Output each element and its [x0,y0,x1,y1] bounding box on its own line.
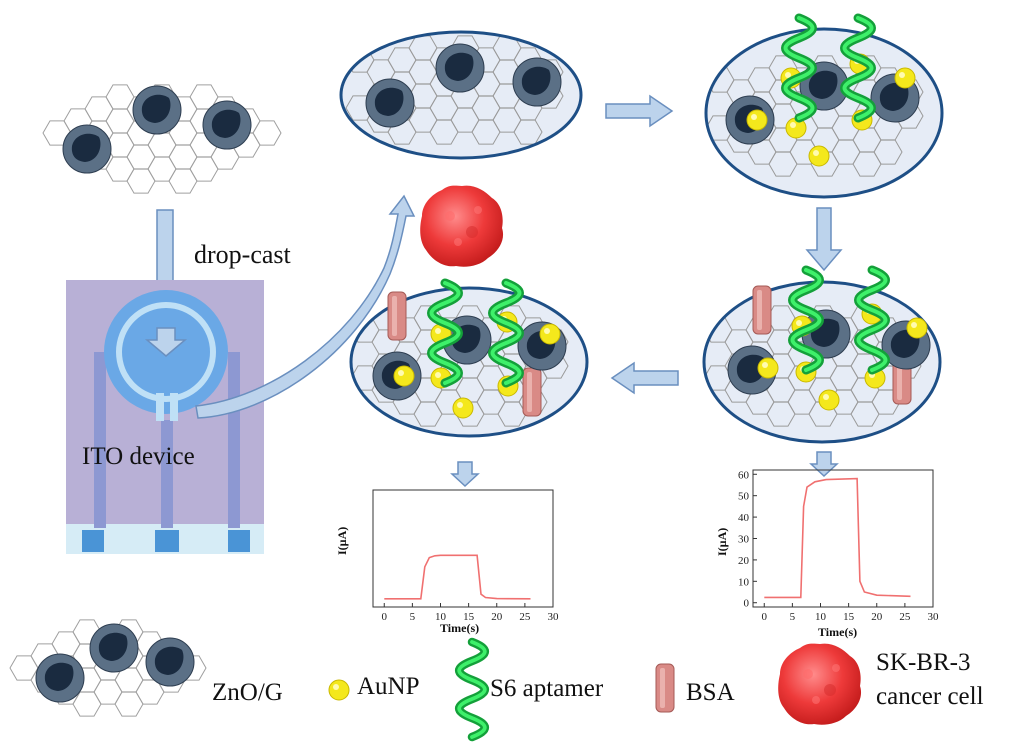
electrode-surface-3 [702,270,942,444]
current-chart-without-cell: 0 5 10 15 20 25 30 0 10 20 30 40 50 60 Time(s) I(µA) [715,469,939,639]
arrow-down-chart-left [451,461,479,487]
curved-arrow [195,194,416,419]
arrow-down-right [805,207,843,272]
x-tick-label: 20 [491,611,503,623]
legend-cell-label-line2: cancer cell [876,683,984,710]
legend-aptamer-icon [459,642,485,737]
legend-bsa-label: BSA [686,679,735,706]
current-chart-with-cell: 0 5 10 15 20 25 30 Time(s) I(µA) [335,489,560,635]
legend-cell-label-line1: SK-BR-3 [876,649,970,676]
y-tick-label: 20 [738,555,750,567]
chart2-xlabel: Time(s) [818,625,857,639]
x-tick-label: 25 [899,611,911,623]
legend: ZnO/G AuNP S6 aptamer BSA SK-BR-3 cancer… [9,619,984,737]
y-tick-label: 10 [738,576,750,588]
y-tick-label: 0 [744,598,750,610]
electrode-surface-1 [339,30,583,160]
electrode-surface-2 [704,18,944,199]
x-tick-label: 5 [790,611,796,623]
x-tick-label: 30 [928,611,940,623]
legend-bsa-icon [655,663,675,713]
y-tick-label: 30 [738,534,750,546]
x-tick-label: 0 [762,611,768,623]
y-tick-label: 60 [738,469,750,481]
chart2-ylabel: I(µA) [715,528,729,556]
x-tick-label: 25 [519,611,531,623]
zno-particle [202,100,252,150]
x-tick-label: 5 [410,611,416,623]
arrow-right [605,94,674,128]
arrow-down-chart-right [810,451,838,477]
legend-aunp-icon [328,679,350,701]
ito-device-label: ITO device [82,443,195,470]
legend-aunp-label: AuNP [357,673,420,700]
series-line [764,477,911,599]
ito-device [66,280,264,554]
legend-cell-icon [778,643,862,725]
cancer-cell [420,185,504,267]
legend-aptamer-label: S6 aptamer [490,675,604,702]
y-tick-label: 50 [738,491,750,503]
x-tick-label: 0 [382,611,388,623]
zno-particle [132,85,182,135]
drop-cast-label: drop-cast [194,240,292,269]
x-tick-label: 10 [815,611,827,623]
x-tick-label: 20 [871,611,883,623]
x-tick-label: 15 [843,611,855,623]
zno-particle [62,124,112,174]
legend-zno-g-label: ZnO/G [212,679,283,706]
x-tick-label: 15 [463,611,475,623]
y-tick-label: 40 [738,512,750,524]
x-tick-label: 10 [435,611,447,623]
x-tick-label: 30 [548,611,560,623]
legend-zno-g-icon [9,619,207,717]
chart1-ylabel: I(µA) [335,527,349,555]
arrow-left [610,361,679,395]
graphene-zno-sheet [42,84,282,194]
electrode-surface-4 [349,283,589,438]
series-line [384,554,531,600]
chart1-xlabel: Time(s) [440,621,479,635]
